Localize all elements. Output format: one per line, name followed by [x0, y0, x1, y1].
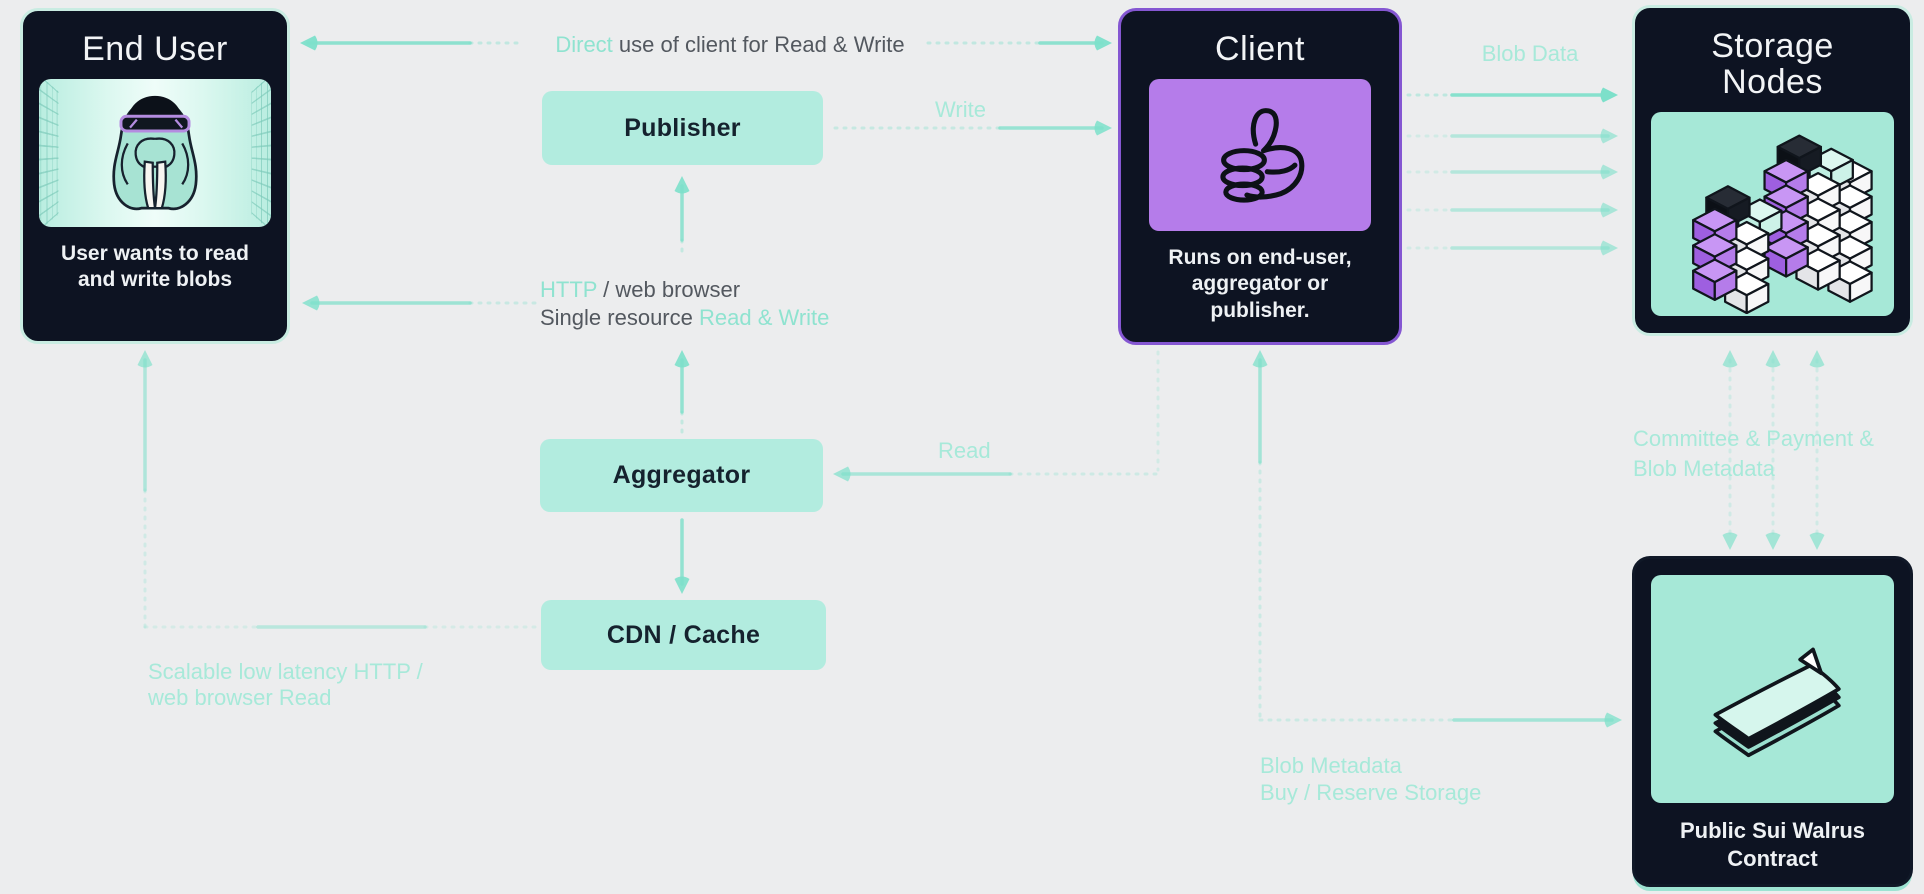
aggregator-label: Aggregator: [612, 461, 751, 489]
node-client: Client Runs on end-user, aggregator or p…: [1118, 8, 1402, 345]
end-user-illustration: [39, 79, 271, 228]
thumbs-up-icon: [1220, 108, 1305, 203]
arrow-blob-data-3: [1406, 164, 1618, 180]
client-title: Client: [1215, 30, 1305, 68]
label-blob-metadata-line2: Buy / Reserve Storage: [1260, 780, 1482, 805]
label-blob-metadata-buy: Blob Metadata Buy / Reserve Storage: [1260, 752, 1481, 806]
client-illustration: [1149, 79, 1371, 232]
grid-wall-left-icon: [39, 79, 59, 228]
publisher-label: Publisher: [624, 113, 741, 142]
arrow-blob-data-4: [1406, 202, 1618, 218]
arrow-blob-data-1: [1406, 87, 1618, 103]
end-user-title: End User: [82, 30, 228, 68]
arrow-blob-data-5: [1406, 240, 1618, 256]
label-http-line2: Single resource Read & Write: [540, 304, 829, 332]
label-committee-line1: Committee & Payment &: [1633, 426, 1874, 451]
storage-nodes-title: Storage Nodes: [1711, 27, 1834, 102]
label-committee-payment: Committee & Payment & Blob Metadata: [1633, 424, 1874, 484]
end-user-caption: User wants to read and write blobs: [61, 242, 249, 292]
label-committee-line2: Blob Metadata: [1633, 456, 1775, 481]
arrow-aggregator-to-cdn: [674, 518, 690, 594]
arrow-client-contract-vertical: [1252, 350, 1268, 722]
node-cdn-cache: CDN / Cache: [541, 600, 826, 670]
walrus-icon: [112, 95, 198, 211]
node-storage-nodes: Storage Nodes: [1632, 5, 1913, 336]
cdn-cache-label: CDN / Cache: [606, 620, 761, 649]
label-direct-use-highlight: Direct: [555, 32, 613, 57]
label-http-highlight: HTTP: [540, 277, 598, 302]
label-scalable-line1: Scalable low latency HTTP /: [148, 659, 423, 684]
label-scalable-line2: web browser Read: [148, 685, 332, 710]
node-publisher: Publisher: [542, 91, 823, 165]
arrow-aggregator-up: [674, 350, 690, 440]
client-caption: Runs on end-user, aggregator or publishe…: [1168, 246, 1352, 322]
storage-cubes-icon: [1691, 134, 1873, 315]
label-write: Write: [935, 97, 986, 122]
label-http-web-browser: HTTP / web browser Single resource Read …: [540, 276, 829, 332]
label-http-rest: / web browser: [597, 277, 741, 302]
arrow-direct-to-end-user: [300, 35, 522, 51]
label-single-resource: Single resource: [540, 305, 699, 330]
label-http-line1: HTTP / web browser: [540, 276, 829, 304]
label-direct-use-rest: use of client for Read & Write: [612, 32, 905, 57]
storage-nodes-illustration: [1651, 112, 1894, 317]
contract-illustration: [1651, 575, 1894, 803]
grid-wall-right-icon: [251, 79, 271, 228]
contract-title: Public Sui Walrus Contract: [1680, 818, 1865, 871]
arrow-http-to-end-user: [302, 295, 542, 311]
node-end-user: End User User wants to read and write bl…: [20, 8, 290, 344]
node-aggregator: Aggregator: [540, 439, 823, 512]
label-scalable-read: Scalable low latency HTTP / web browser …: [148, 659, 423, 711]
label-blob-data: Blob Data: [1481, 41, 1579, 66]
label-read: Read: [938, 438, 991, 463]
arrow-read: [833, 466, 1160, 482]
arrow-http-to-publisher: [674, 176, 690, 256]
arrow-cdn-read-vertical: [137, 350, 153, 629]
arrow-direct-to-client: [926, 35, 1112, 51]
node-contract: Public Sui Walrus Contract: [1632, 556, 1913, 887]
label-read-write: Read & Write: [698, 305, 830, 330]
label-direct-use: Direct use of client for Read & Write: [520, 31, 940, 58]
arrow-blob-data-2: [1406, 128, 1618, 144]
arrow-client-contract-horizontal: [1258, 712, 1622, 728]
stacked-documents-icon: [1713, 647, 1841, 758]
label-blob-metadata-line1: Blob Metadata: [1260, 753, 1402, 778]
